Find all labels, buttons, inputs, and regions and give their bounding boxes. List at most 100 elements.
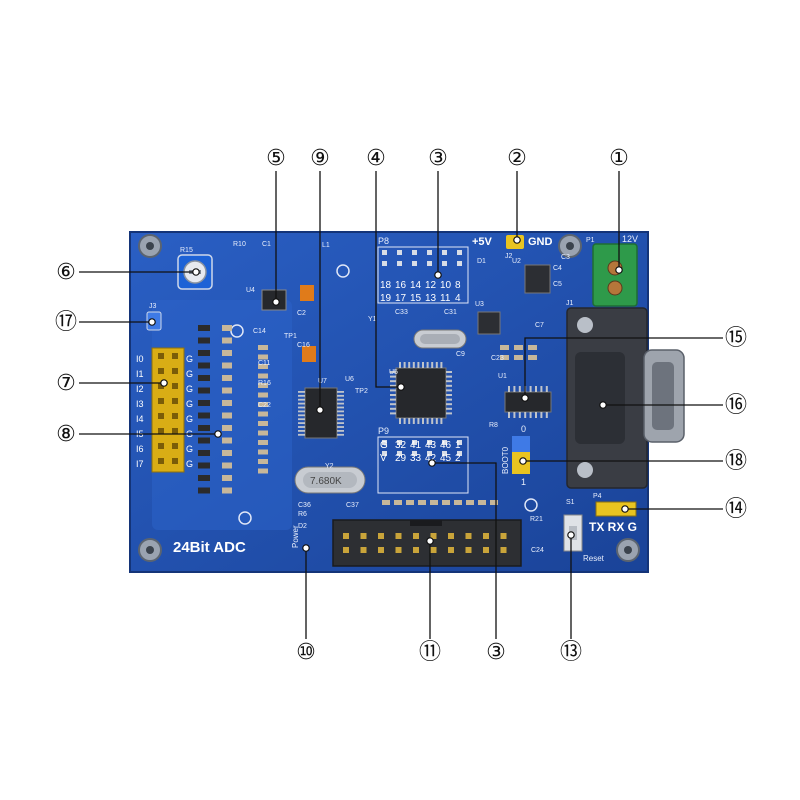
mcu-pin	[412, 362, 415, 368]
callout-bg	[364, 146, 388, 170]
boot-label: BOOT0	[501, 446, 510, 474]
jtag-pin	[448, 547, 454, 553]
ref-c24: C24	[531, 547, 544, 554]
ref-c31: C31	[444, 309, 457, 316]
ref-u5: U5	[389, 369, 398, 376]
mcu-pin	[390, 407, 396, 410]
header-pad	[442, 250, 447, 255]
jtag-pin	[378, 533, 384, 539]
callout-line	[375, 171, 401, 388]
header-pad	[397, 440, 402, 445]
mcu-pin	[446, 398, 452, 401]
io-label: I4	[136, 414, 144, 424]
smd-capacitor	[406, 500, 414, 505]
power-terminal	[592, 243, 638, 307]
callout-number: ⑩	[296, 640, 316, 665]
mcu-pin	[390, 398, 396, 401]
adc-pin	[337, 394, 344, 397]
jtag-pin	[343, 533, 349, 539]
mcu-pin	[446, 389, 452, 392]
smd-capacitor	[258, 459, 268, 464]
mount-holes	[138, 234, 640, 562]
header-pad	[457, 250, 462, 255]
smd-capacitor	[222, 475, 232, 481]
adc-pin	[298, 410, 305, 413]
u1-pin	[535, 386, 537, 392]
ref-c1: C1	[262, 241, 271, 248]
pin-label: G	[380, 440, 388, 451]
callout-bg	[607, 146, 631, 170]
gnd-label: GND	[528, 236, 553, 248]
io-pin	[158, 413, 164, 419]
header-pad	[412, 250, 417, 255]
adc-pin	[337, 402, 344, 405]
callout-dot	[428, 459, 436, 467]
jtag-pin	[500, 533, 507, 539]
mcu-pin	[435, 418, 438, 424]
ref-u1: U1	[498, 373, 507, 380]
adc-pin	[337, 406, 344, 409]
adc-pin	[298, 433, 305, 436]
pin-label: 29	[395, 453, 407, 464]
smd-capacitor	[222, 450, 232, 456]
smd-capacitor	[222, 387, 232, 394]
header-pad	[412, 440, 417, 445]
u1-pin	[513, 412, 516, 418]
u1-pin	[508, 412, 510, 418]
smd-capacitor	[258, 373, 268, 379]
smd-resistor	[198, 387, 210, 394]
ref-c3: C3	[561, 254, 570, 261]
io-label: I1	[136, 369, 144, 379]
callout-bg	[426, 146, 450, 170]
pin-label: V	[380, 453, 387, 464]
header-pad	[457, 451, 462, 456]
mcu-chip	[390, 362, 452, 424]
mcu-pin	[408, 362, 411, 368]
ref-c9: C9	[456, 351, 465, 358]
callout-dot	[397, 383, 405, 391]
callout-bg	[308, 146, 332, 170]
header-pad	[397, 250, 402, 255]
smd-capacitor	[258, 449, 268, 455]
header-pad	[397, 261, 402, 266]
ref-tp1: TP1	[284, 333, 297, 340]
pin-label: 17	[395, 293, 407, 304]
smd-capacitor	[500, 345, 509, 350]
io-pin	[158, 353, 164, 359]
voltage-label: 12V	[622, 234, 638, 244]
jtag-pin	[483, 533, 489, 539]
ref-d1: D1	[477, 258, 486, 265]
smd-capacitor	[222, 337, 232, 344]
ref-r10: R10	[233, 241, 246, 248]
u1-pin	[513, 386, 516, 392]
uart-label: TX RX G	[589, 520, 637, 534]
v5-label: +5V	[472, 236, 493, 248]
adc-pin	[298, 418, 305, 421]
smd-capacitor	[222, 437, 232, 444]
reset-label: Reset	[583, 554, 605, 563]
smd-capacitor	[258, 402, 268, 407]
ref-y1: Y1	[368, 316, 377, 323]
smd-capacitor	[222, 375, 232, 381]
smd-capacitor	[442, 500, 450, 505]
jtag-pin	[448, 533, 454, 539]
mcu-pin	[390, 375, 396, 378]
jtag-pin	[483, 547, 489, 553]
jtag-pin	[430, 547, 437, 553]
callout-number: ④	[366, 146, 386, 171]
smd-capacitor	[258, 430, 268, 436]
adc-pin	[337, 391, 344, 393]
u1-pin	[508, 386, 510, 392]
header-pad	[427, 451, 432, 456]
ref-c7: C7	[535, 322, 544, 329]
ref-c14: C14	[253, 328, 266, 335]
ground-label: G	[186, 399, 193, 409]
crystal-y1	[413, 329, 467, 349]
smd-resistor	[198, 475, 210, 481]
callout-bg	[54, 422, 78, 446]
ref-j1: J1	[566, 300, 574, 307]
callout-number: ⑯	[725, 393, 747, 418]
io-label: I2	[136, 384, 144, 394]
ref-c4: C4	[553, 265, 562, 272]
